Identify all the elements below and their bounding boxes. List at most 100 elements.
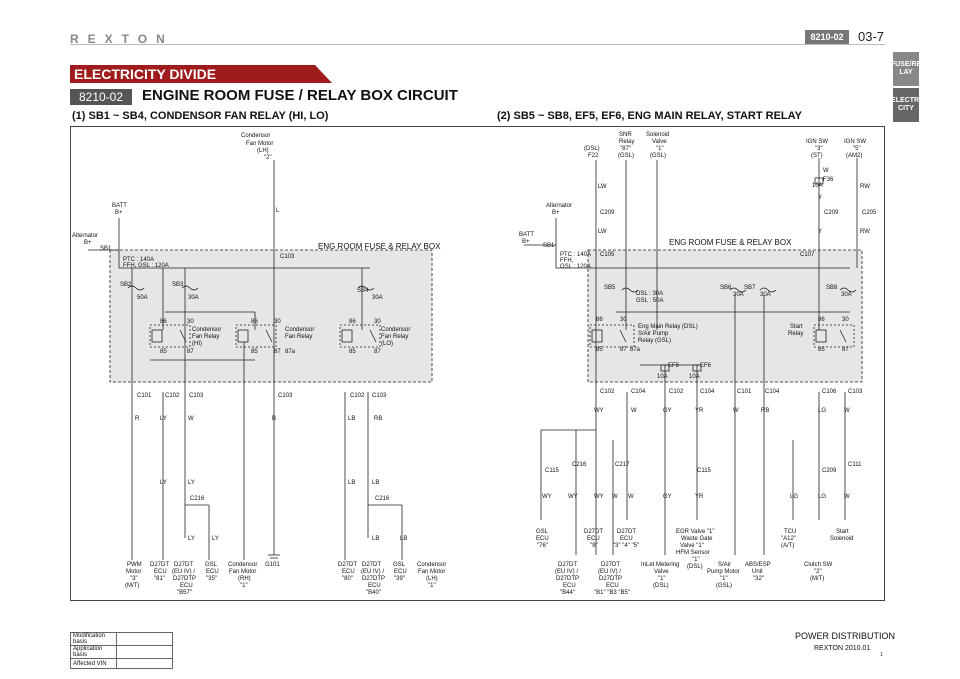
left-sb2: SB2 bbox=[120, 282, 132, 288]
right-sb7-rating: 30A bbox=[760, 292, 771, 298]
left-top-motor-l3: (LH) bbox=[257, 148, 269, 154]
right-pin87a: 87a bbox=[630, 347, 641, 353]
left-bottom7-l3: D27DTP bbox=[362, 576, 385, 582]
left-wire-ly5: LY bbox=[212, 536, 219, 542]
left-relay1-l2: Fan Relay bbox=[192, 334, 219, 340]
left-bottom7-l2: (EU IV) / bbox=[361, 569, 384, 575]
left-bottom2-l1: D27DT bbox=[174, 562, 193, 568]
left-bottom3-l2: ECU bbox=[206, 569, 219, 575]
right-blow1-l1: D27DT bbox=[601, 562, 620, 568]
right-top2-l3: "1" bbox=[656, 146, 664, 152]
left-top-motor-l1: Condensor bbox=[241, 133, 270, 139]
left-wire-lb: LB bbox=[348, 416, 355, 422]
right-wire-y1: Y bbox=[818, 195, 822, 201]
left-bottom9-l1: Condensor bbox=[417, 562, 446, 568]
right-blow3-l3: "1" bbox=[720, 576, 728, 582]
tab-electricity[interactable]: ELECTRI CITY bbox=[891, 88, 921, 122]
right-sb8-rating: 30A bbox=[841, 292, 852, 298]
right-sb1-spec2: FFH, bbox=[560, 258, 574, 264]
right-wire-lw2: LW bbox=[598, 229, 607, 235]
left-sb2-rating: 50A bbox=[137, 295, 148, 301]
right-btop0-l2: ECU bbox=[536, 536, 549, 542]
right-c216: C216 bbox=[572, 462, 587, 468]
tab-fuse-relay[interactable]: FUSE/RE LAY bbox=[891, 52, 921, 86]
right-sb5-spec1: DSL : 30A bbox=[636, 291, 663, 297]
right-c217: C217 bbox=[615, 462, 630, 468]
right-conn-4: C101 bbox=[737, 389, 752, 395]
left-pin87-1: 87 bbox=[187, 349, 194, 355]
right-top4-l1: IGN SW bbox=[844, 139, 866, 145]
right-blow0-l4: ECU bbox=[563, 583, 576, 589]
left-bottom7-l4: ECU bbox=[368, 583, 381, 589]
right-btop3-l2: Waste Gate bbox=[681, 536, 713, 542]
left-alt-bplus: B+ bbox=[84, 240, 92, 246]
right-ef5-rating: 10A bbox=[657, 374, 668, 380]
page-title: ENGINE ROOM FUSE / RELAY BOX CIRCUIT bbox=[142, 87, 458, 104]
left-wire-ly2: LY bbox=[160, 480, 167, 486]
right-pin86-1: 86 bbox=[596, 317, 603, 323]
left-bottom0-l1: PWM bbox=[127, 562, 142, 568]
left-wire-l: L bbox=[276, 208, 280, 214]
right-conn-5: C104 bbox=[765, 389, 780, 395]
right-pin85-2: 85 bbox=[818, 347, 825, 353]
right-wire-gy2: GY bbox=[663, 494, 672, 500]
left-conn-c103b: C103 bbox=[278, 393, 293, 399]
right-wire-wy2: WY bbox=[542, 494, 552, 500]
left-bottom8-l2: ECU bbox=[394, 569, 407, 575]
right-section-heading: (2) SB5 ~ SB8, EF5, EF6, ENG MAIN RELAY,… bbox=[497, 110, 802, 122]
left-conn-c101: C101 bbox=[137, 393, 152, 399]
right-btop5-l2: Solenoid bbox=[830, 536, 853, 542]
left-conn-c103c: C103 bbox=[372, 393, 387, 399]
right-sb5: SB5 bbox=[604, 285, 616, 291]
right-btop0-l1: GSL bbox=[536, 529, 549, 535]
left-bottom9-l3: (LH) bbox=[426, 576, 438, 582]
right-sb6-rating: 30A bbox=[733, 292, 744, 298]
right-blow1-l4: ECU bbox=[606, 583, 619, 589]
left-bottom1-l2: ECU bbox=[154, 569, 167, 575]
right-wire-wy1: WY bbox=[594, 408, 604, 414]
left-bottom9-l4: "1" bbox=[428, 583, 436, 589]
right-conn-7: C103 bbox=[848, 389, 863, 395]
left-c103-top: C103 bbox=[280, 254, 295, 260]
right-ef6: EF6 bbox=[700, 363, 712, 369]
right-blow4-l1: ABS/ESP bbox=[745, 562, 771, 568]
left-fuse-box bbox=[109, 249, 433, 383]
left-bottom3-l1: GSL bbox=[205, 562, 218, 568]
right-ef5: EF5 bbox=[668, 363, 680, 369]
left-wire-ly3: LY bbox=[188, 480, 195, 486]
right-c105: C105 bbox=[600, 252, 615, 258]
right-wire-lg2: LG bbox=[790, 494, 798, 500]
left-bottom2-l2: (EU IV) / bbox=[172, 569, 195, 575]
right-btop4-l3: (A/T) bbox=[781, 543, 794, 549]
left-pin86-3: 86 bbox=[349, 319, 356, 325]
left-bottom1-l1: D27DT bbox=[150, 562, 169, 568]
right-batt-bplus: B+ bbox=[522, 239, 530, 245]
footer-small: 1 bbox=[880, 652, 883, 658]
footer-section: POWER DISTRIBUTION bbox=[795, 631, 896, 641]
footer-row-value bbox=[116, 632, 173, 646]
left-pin87a: 87a bbox=[285, 349, 296, 355]
right-blow3-l1: S/Air bbox=[718, 562, 731, 568]
right-c111: C111 bbox=[848, 462, 862, 468]
right-wire-w-top: W bbox=[823, 168, 829, 174]
left-bottom2-l4: ECU bbox=[180, 583, 193, 589]
left-c216a: C216 bbox=[190, 496, 205, 502]
left-relay1-l1: Condensor bbox=[192, 327, 221, 333]
right-btop3-l6: (DSL) bbox=[687, 564, 703, 570]
right-wire-wy3: WY bbox=[568, 494, 578, 500]
right-wire-w5: W bbox=[628, 494, 634, 500]
left-conn-c102: C102 bbox=[165, 393, 180, 399]
right-pin87-2: 87 bbox=[842, 347, 849, 353]
right-wire-lw1: LW bbox=[598, 184, 607, 190]
right-blow2-l3: "1" bbox=[658, 576, 666, 582]
right-top0-l1: (DSL) bbox=[584, 146, 600, 152]
right-conn-1: C104 bbox=[631, 389, 646, 395]
left-wire-ly: LY bbox=[160, 416, 167, 422]
right-c205: C205 bbox=[862, 210, 877, 216]
right-main-relay-l1: Eng Main Relay (DSL) bbox=[638, 324, 698, 330]
right-sb1: SB1 bbox=[543, 243, 555, 249]
right-top0-l2: F22 bbox=[588, 153, 599, 159]
right-main-relay-l2: S/Air Pump bbox=[638, 331, 669, 337]
right-blow0-l2: (EU IV) / bbox=[555, 569, 578, 575]
footer-basis-table: Modification basis Application basis Aff… bbox=[70, 632, 173, 669]
